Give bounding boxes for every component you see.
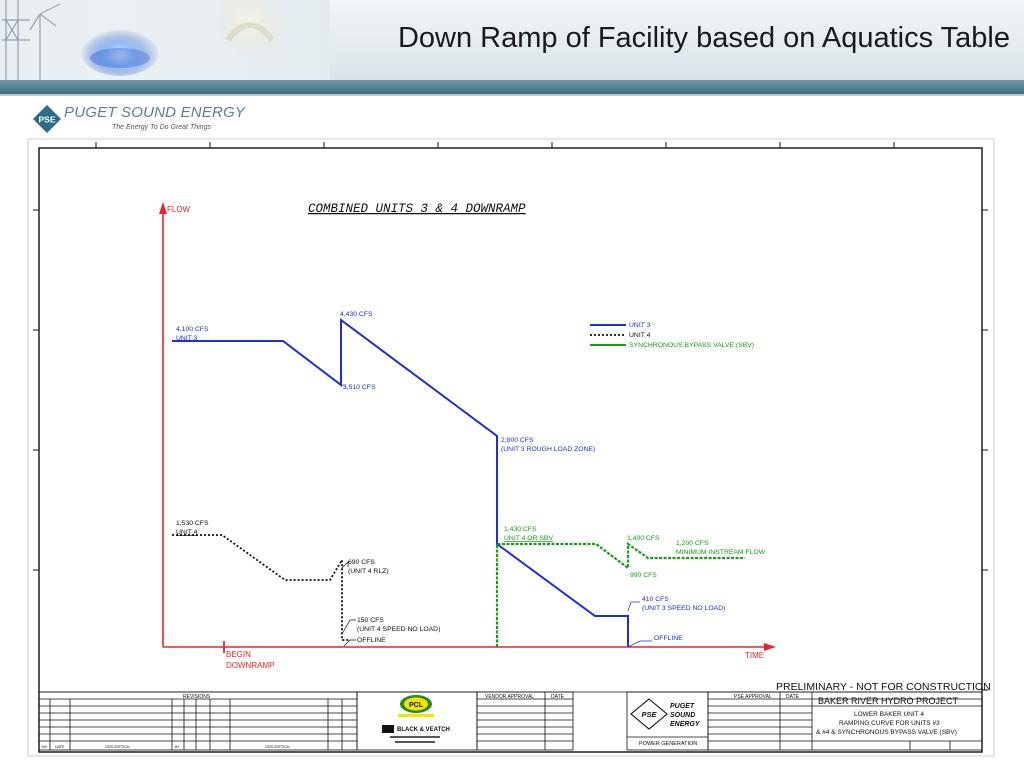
slide-header: Down Ramp of Facility based on Aquatics … xyxy=(0,0,1024,80)
logo-mark: PSE xyxy=(38,115,55,125)
engineering-drawing: COMBINED UNITS 3 & 4 DOWNRAMP FLOW TIME … xyxy=(0,130,1024,773)
axes xyxy=(159,202,776,653)
sbv-annotations: 1,430 CFS UNIT 4 OR SBV 1,400 CFS 1,200 … xyxy=(504,526,766,579)
vendor-date-heading: DATE xyxy=(551,694,565,700)
unit4-curve xyxy=(172,534,350,641)
sbv-peak-flow: 1,400 CFS xyxy=(627,535,660,542)
pse-line-3: ENERGY xyxy=(670,721,701,728)
header-band xyxy=(0,80,1024,94)
drawing-border xyxy=(38,147,983,753)
bv-logo-text: BLACK & VEATCH xyxy=(397,727,450,733)
sbv-min-label: MINIMUM INSTREAM FLOW xyxy=(676,549,766,556)
rev-col-by: BY xyxy=(175,745,180,749)
unit3-leader-lines xyxy=(341,384,652,648)
unit4-rlz-label: (UNIT 4 RLZ) xyxy=(348,568,389,575)
x-axis-arrow xyxy=(764,643,776,651)
logo-company-name: PUGET SOUND ENERGY xyxy=(64,104,246,121)
unit3-start-flow: 4,100 CFS xyxy=(176,326,209,333)
unit3-speed-flow: 410 CFS xyxy=(642,596,669,603)
pse-date-heading: DATE xyxy=(786,694,800,700)
title-block-pse-logo: PSE PUGET SOUND ENERGY xyxy=(630,698,701,730)
title-block-pse-mark: PSE xyxy=(641,710,657,719)
sbv-curve xyxy=(495,541,745,647)
sbv-start-label: UNIT 4 OR SBV xyxy=(504,535,553,542)
begin-label: BEGIN xyxy=(226,650,251,659)
unit3-rough-zone: (UNIT 3 ROUGH LOAD ZONE) xyxy=(501,446,595,453)
header-photo xyxy=(0,0,330,80)
pcl-logo: PCL xyxy=(398,695,434,717)
unit4-leader-lines xyxy=(341,561,356,647)
project-name: BAKER RIVER HYDRO PROJECT xyxy=(818,696,959,706)
unit4-speed-flow: 150 CFS xyxy=(357,617,384,624)
unit3-rough-flow: 2,800 CFS xyxy=(501,437,534,444)
drawing-outer-frame xyxy=(27,138,995,757)
sbv-min-flow: 1,200 CFS xyxy=(676,540,709,547)
diagram-title: COMBINED UNITS 3 & 4 DOWNRAMP xyxy=(308,202,526,216)
y-axis-arrow xyxy=(159,202,167,214)
legend: UNIT 3 UNIT 4 SYNCHRONOUS BYPASS VALVE (… xyxy=(590,322,754,349)
unit4-offline: OFFLINE xyxy=(357,637,386,644)
rev-col-no: NO xyxy=(42,745,48,749)
unit4-annotations: 1,530 CFS UNIT 4 690 CFS (UNIT 4 RLZ) 15… xyxy=(176,520,440,644)
unit3-offline: OFFLINE xyxy=(654,635,683,642)
unit3-annotations: 4,100 CFS UNIT 3 4,430 CFS 3,510 CFS 2,8… xyxy=(176,311,725,642)
unit3-speed-label: (UNIT 3 SPEED NO LOAD) xyxy=(642,605,725,612)
unit4-speed-label: (UNIT 4 SPEED NO LOAD) xyxy=(357,626,440,633)
legend-unit3-label: UNIT 3 xyxy=(629,322,651,329)
title-block xyxy=(38,691,983,751)
unit3-curve xyxy=(172,318,629,647)
y-axis-label: FLOW xyxy=(167,205,191,214)
rev-col-date: DATE xyxy=(55,745,65,749)
unit3-peak-flow: 4,430 CFS xyxy=(340,311,373,318)
drawing-subtitle-1: LOWER BAKER UNIT 4 xyxy=(854,711,924,718)
pse-line-1: PUGET xyxy=(670,703,695,710)
pse-line-2: SOUND xyxy=(670,712,695,719)
unit4-start-name: UNIT 4 xyxy=(176,529,198,536)
drawing-subtitle-2: RAMPING CURVE FOR UNITS #3 xyxy=(839,720,940,727)
pcl-logo-text: PCL xyxy=(409,702,424,709)
legend-sbv-label: SYNCHRONOUS BYPASS VALVE (SBV) xyxy=(629,342,754,349)
sbv-dip-flow: 990 CFS xyxy=(630,572,657,579)
slide-title: Down Ramp of Facility based on Aquatics … xyxy=(397,22,1010,54)
power-generation-label: POWER GENERATION xyxy=(639,741,697,747)
header-band-divider xyxy=(0,94,1024,96)
pse-approval-heading: PSE APPROVAL xyxy=(734,694,772,700)
unit3-dip-flow: 3,510 CFS xyxy=(343,384,376,391)
bv-logo: BLACK & VEATCH xyxy=(382,725,450,743)
drawing-subtitle-3: & #4 & SYNCHRONOUS BYPASS VALVE (SBV) xyxy=(816,729,957,736)
rev-col-description-2: DESCRIPTION xyxy=(265,745,290,749)
rev-col-description: DESCRIPTION xyxy=(105,745,130,749)
unit4-rlz-flow: 690 CFS xyxy=(348,559,375,566)
x-axis-label: TIME xyxy=(745,651,764,660)
unit4-start-flow: 1,530 CFS xyxy=(176,520,209,527)
downramp-label: DOWNRAMP xyxy=(226,661,274,670)
logo-tagline: The Energy To Do Great Things xyxy=(112,124,211,131)
vendor-approval-heading: VENDOR APPROVAL xyxy=(485,694,534,700)
revisions-heading: REVISIONS xyxy=(183,694,211,700)
legend-unit4-label: UNIT 4 xyxy=(629,332,651,339)
pse-logo-icon: PSE xyxy=(33,105,61,133)
unit3-start-name: UNIT 3 xyxy=(176,335,198,342)
sbv-start-flow: 1,430 CFS xyxy=(504,526,537,533)
stamp-text: PRELIMINARY - NOT FOR CONSTRUCTION xyxy=(776,681,991,693)
company-logo: PSE PUGET SOUND ENERGY The Energy To Do … xyxy=(32,104,245,139)
border-ticks xyxy=(33,142,988,691)
